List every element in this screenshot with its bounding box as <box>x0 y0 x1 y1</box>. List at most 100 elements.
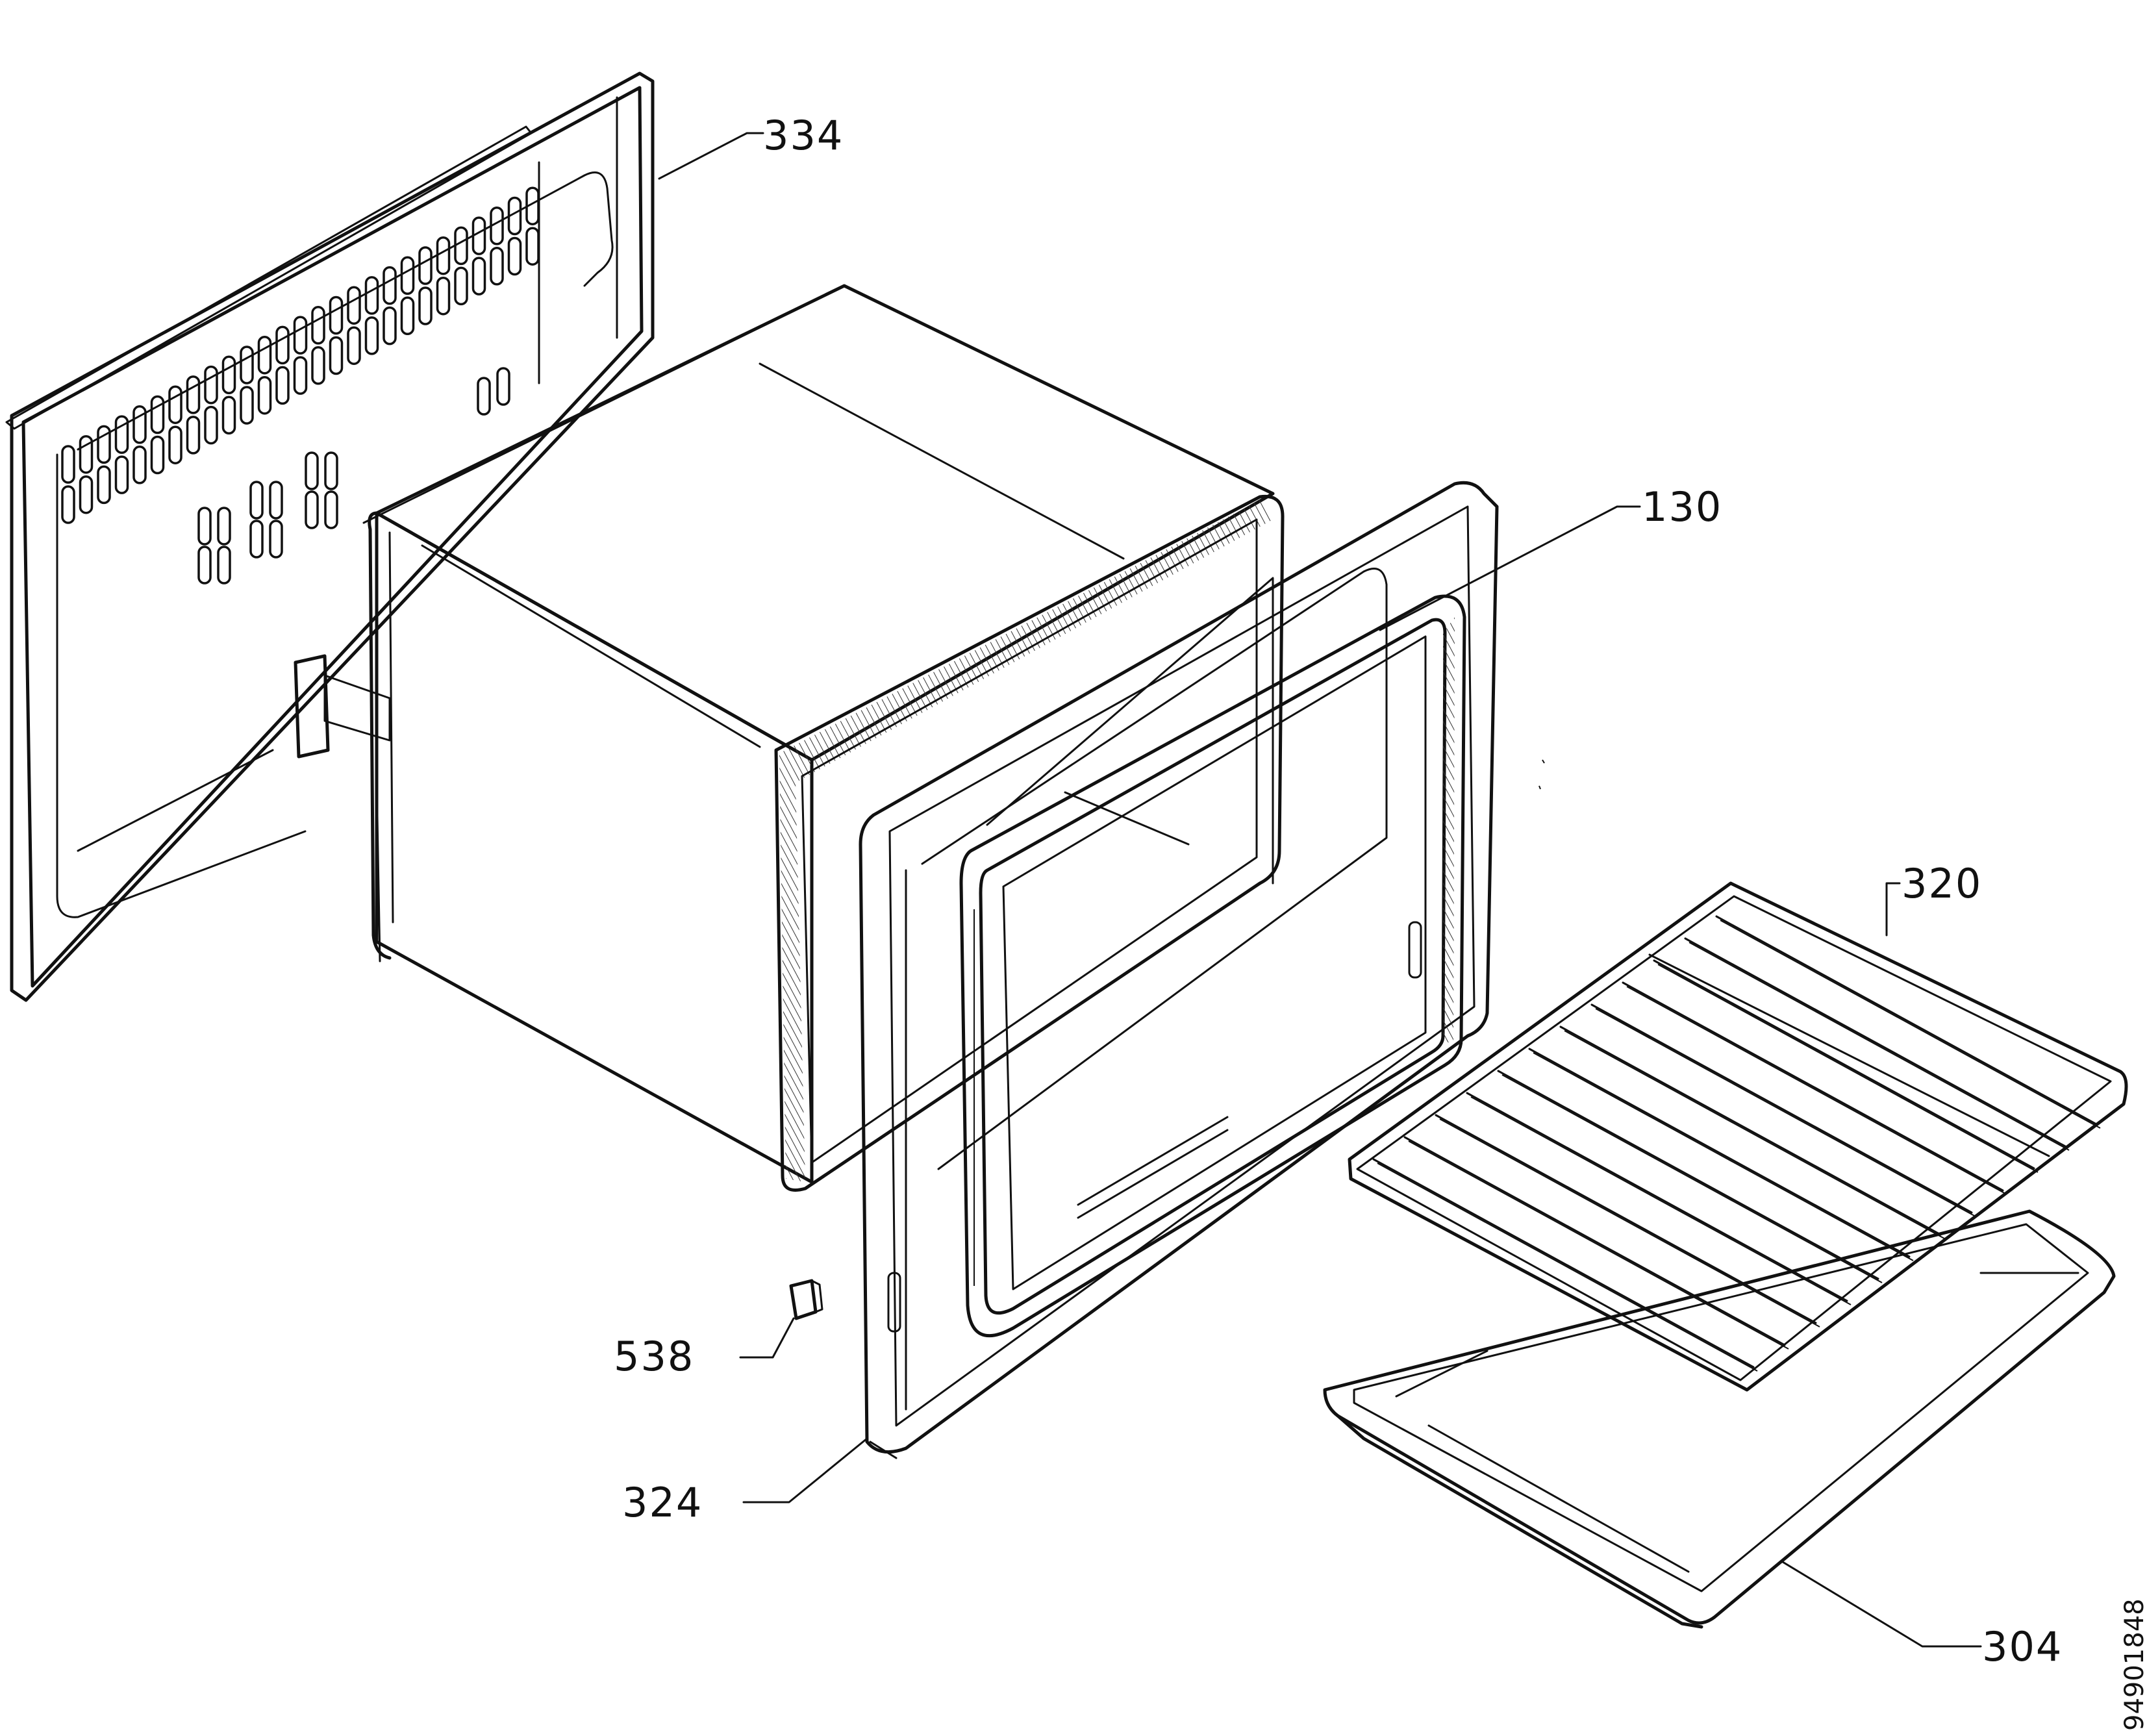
rack-wire <box>1497 1070 1879 1280</box>
rack-wire <box>1435 1114 1817 1324</box>
vent-slot <box>293 356 308 395</box>
rack-wire-shadow <box>1564 1030 1945 1239</box>
vent-slot <box>217 507 231 546</box>
vent-slot <box>347 326 361 365</box>
door-gasket-part-130 <box>959 594 1466 1338</box>
vent-slot <box>454 226 468 266</box>
rack-wire-shadow <box>1533 1052 1914 1261</box>
vent-slot <box>186 416 201 455</box>
vent-slot <box>132 446 147 484</box>
vent-slot <box>221 355 236 395</box>
rack-wire <box>1653 959 2035 1170</box>
leader-lines <box>658 132 1982 1648</box>
vent-slot <box>324 451 338 490</box>
vent-slot <box>507 236 522 276</box>
vent-slot <box>383 306 397 346</box>
vent-slot <box>490 207 504 245</box>
vent-slot <box>364 316 379 355</box>
rack-wire <box>1559 1025 1942 1236</box>
vent-slot <box>305 490 319 529</box>
rack-wire-shadow <box>1377 1163 1758 1372</box>
callout-130: 130 <box>1642 483 1722 531</box>
vent-slot <box>79 475 94 514</box>
callout-538: 538 <box>614 1333 694 1380</box>
rack-wire-shadow <box>1470 1096 1852 1305</box>
vent-slot <box>471 257 486 296</box>
vent-slot <box>150 435 165 475</box>
vent-slot <box>418 286 433 325</box>
vent-slot <box>490 247 504 286</box>
drawing-code: 94901848 <box>2120 1598 2147 1731</box>
rack-wire <box>1684 937 2066 1148</box>
vent-slot <box>269 520 283 559</box>
vent-slot <box>150 395 165 434</box>
vent-slot <box>204 405 218 445</box>
wire-rack-part-320 <box>1348 881 2128 1392</box>
rack-wire-shadow <box>1720 920 2101 1129</box>
baking-tray-part-304 <box>1323 1209 2116 1629</box>
vent-slot <box>168 425 182 464</box>
ventilation-slots <box>61 186 540 585</box>
rack-wire-shadow <box>1689 942 2070 1151</box>
vent-slot <box>257 375 272 415</box>
callout-304: 304 <box>1982 1623 2063 1670</box>
vent-slot <box>197 546 212 585</box>
vent-slot <box>249 481 264 520</box>
rack-wire <box>1715 915 2098 1126</box>
vent-slot <box>496 367 510 406</box>
rack-wire-shadow <box>1408 1140 1789 1350</box>
rack-wire <box>1590 1003 1973 1214</box>
vent-slot <box>305 451 319 490</box>
rack-wire <box>1466 1092 1848 1302</box>
vent-slot <box>249 520 264 559</box>
rack-wire-shadow <box>1626 986 2007 1195</box>
door-frame-part-324 <box>859 481 1499 1459</box>
vent-slot <box>97 425 111 464</box>
vent-slot <box>257 335 272 375</box>
rack-wire-shadow <box>1657 964 2039 1173</box>
vent-slot <box>240 346 254 384</box>
vent-slot <box>240 386 254 425</box>
vent-slot <box>436 276 451 316</box>
vent-slot <box>114 415 129 454</box>
vent-slot <box>204 365 218 405</box>
vent-slot <box>507 196 522 236</box>
rack-wire <box>1528 1048 1911 1258</box>
vent-slot <box>132 405 147 444</box>
vent-slot <box>311 306 325 345</box>
vent-slot <box>269 481 283 520</box>
vent-slot <box>525 186 540 225</box>
rack-wire <box>1622 981 2004 1192</box>
rack-wire-shadow <box>1595 1008 1976 1217</box>
oven-cavity <box>294 284 1285 1192</box>
vent-slot <box>477 377 491 416</box>
vent-slot <box>97 465 111 505</box>
vent-slot <box>293 316 308 355</box>
vent-slot <box>329 336 344 375</box>
vent-slot <box>221 396 236 435</box>
callout-labels: 334 130 320 538 324 304 <box>614 112 2063 1670</box>
rear-panel-part-334 <box>5 71 655 1002</box>
rack-wire <box>1372 1158 1755 1368</box>
vent-slot <box>400 296 415 336</box>
vent-slot <box>275 325 290 365</box>
vent-slot <box>436 236 451 275</box>
clip-part-538 <box>789 1279 823 1320</box>
vent-slot <box>275 366 290 405</box>
rack-wire-shadow <box>1501 1074 1883 1283</box>
rack-wire <box>1403 1136 1786 1346</box>
rack-wires <box>1372 915 2101 1372</box>
callout-334: 334 <box>763 112 844 159</box>
callout-320: 320 <box>1902 860 1982 907</box>
vent-slot <box>186 375 201 414</box>
vent-slot <box>79 434 94 474</box>
callout-324: 324 <box>622 1479 703 1526</box>
vent-slot <box>61 445 75 484</box>
vent-slot <box>347 286 361 325</box>
vent-slot <box>324 490 338 529</box>
vent-slot <box>400 256 415 296</box>
vent-slot <box>168 385 182 424</box>
vent-slot <box>454 266 468 306</box>
vent-slot <box>418 246 433 285</box>
